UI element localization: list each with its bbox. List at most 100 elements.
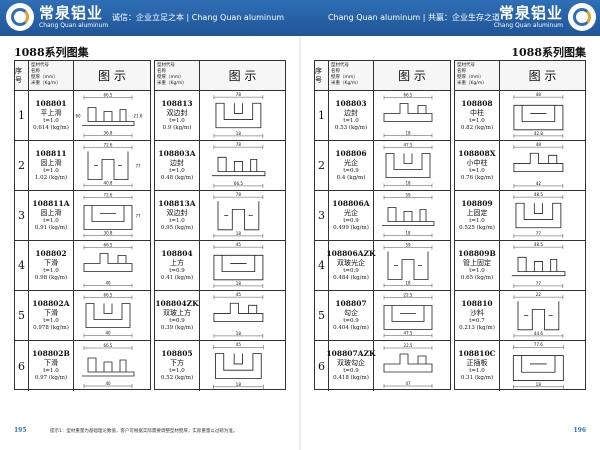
header-meta-line: 名称: [331, 69, 340, 75]
brand-logo-icon: [6, 3, 34, 31]
column-header: 序号型材代号名称壁厚（mm）米重（Kg/m）图 示: [315, 61, 450, 91]
profile-thickness: t=0.9: [169, 267, 185, 274]
row-number: 6: [15, 341, 29, 391]
profile-weight: 0.978 (kg/m): [33, 324, 69, 331]
profile-thickness: t=1.0: [43, 267, 59, 274]
header-meta-line: 壁厚（mm）: [457, 75, 484, 81]
profile-thickness: t=0.9: [169, 317, 185, 324]
profile-weight: 0.614 (kg/m): [33, 124, 69, 131]
row-number: 4: [315, 241, 329, 290]
header-figure-label: 图 示: [528, 69, 557, 83]
profile-row: 3108809上固定t=1.00.525 (kg/m)48.577: [455, 191, 585, 241]
dimension-label: 45: [236, 292, 242, 297]
dimension-label: 36.8: [104, 131, 113, 136]
profile-name: 双玻上方: [163, 308, 191, 317]
dimension-label: 48.5: [534, 242, 543, 247]
header-meta: 型材代号名称壁厚（mm）米重（Kg/m）: [29, 61, 74, 90]
dimension-label: 66.5: [104, 343, 113, 348]
profile-name: 正插板: [466, 359, 488, 368]
footer-note: 提示1：型材重量为基础理论数值，客户可根据实际需要调整型材壁厚，实际重量以过磅为…: [50, 429, 238, 434]
dimension-label: 47: [405, 381, 411, 386]
row-number: 5: [315, 291, 329, 340]
profile-thickness: t=0.9: [343, 167, 359, 174]
page-title: 1088系列图集: [14, 46, 89, 59]
profile-thickness: t=1.0: [469, 117, 485, 124]
profile-weight: 0.98 (kg/m): [34, 274, 68, 281]
header-meta-line: 名称: [457, 69, 466, 75]
brand-logo-icon: [568, 3, 596, 31]
header-meta-line: 米重（Kg/m）: [31, 81, 61, 87]
profile-thickness: t=1.0: [43, 317, 59, 324]
row-number: 1: [315, 91, 329, 140]
dimension-label: 45: [236, 342, 242, 347]
profile-name: 沙料: [470, 308, 484, 317]
profile-cross-section: 22.547.5: [383, 293, 433, 338]
brand-name-en: Chang Quan aluminum: [39, 21, 109, 29]
header-meta-line: 壁厚（mm）: [331, 75, 358, 81]
dimension-label: 18: [405, 131, 411, 136]
dimension-label: 77: [536, 231, 542, 236]
brand-name: 常泉铝业: [498, 3, 563, 22]
profile-thickness: t=1.0: [169, 167, 185, 174]
profile-name: 中柱: [470, 108, 484, 117]
profile-weight: 0.76 (kg/m): [460, 174, 494, 181]
profile-code: 108803A: [158, 148, 196, 158]
profile-code: 108809B: [458, 248, 496, 258]
dimension-label: 44.6: [534, 331, 543, 336]
dimension-label: 72.6: [104, 143, 113, 148]
profile-thickness: t=0.9: [343, 368, 359, 375]
profile-weight: 0.418 (kg/m): [333, 375, 369, 382]
profile-cross-section: 66.540: [83, 293, 133, 338]
row-number: 3: [15, 191, 29, 240]
profile-weight: 0.91 (kg/m): [34, 224, 68, 231]
column-header: 序号型材代号名称壁厚（mm）米重（Kg/m）图 示: [15, 61, 150, 91]
profile-name: 双边封: [166, 108, 188, 117]
profile-weight: 0.31 (kg/m): [460, 375, 494, 382]
profile-thickness: t=1.0: [43, 368, 59, 375]
profile-weight: 0.39 (kg/m): [160, 324, 194, 331]
profile-code: 108813: [161, 98, 193, 108]
dimension-label: 30.8: [104, 231, 113, 236]
row-number: 3: [315, 191, 329, 240]
page-number: 196: [573, 427, 586, 434]
profile-name: 固上滑: [40, 208, 62, 217]
profile-name: 光企: [344, 158, 358, 167]
slogan-left: 诚信：企业立足之本 | Chang Quan aluminum: [112, 13, 285, 22]
profile-weight: 0.95 (kg/m): [160, 224, 194, 231]
profile-weight: 0.404 (kg/m): [333, 324, 369, 331]
dimension-label: 78: [236, 92, 242, 97]
profile-name: 上固定: [466, 208, 488, 217]
dimension-label: 42: [536, 181, 542, 186]
profile-code: 108809: [461, 198, 493, 208]
profile-cross-section: 77.618: [512, 342, 564, 389]
dimension-label: 22.5: [404, 293, 413, 298]
profile-code: 108808X: [458, 148, 496, 158]
profile-thickness: t=0.9: [343, 317, 359, 324]
profile-weight: 0.41 (kg/m): [160, 274, 194, 281]
